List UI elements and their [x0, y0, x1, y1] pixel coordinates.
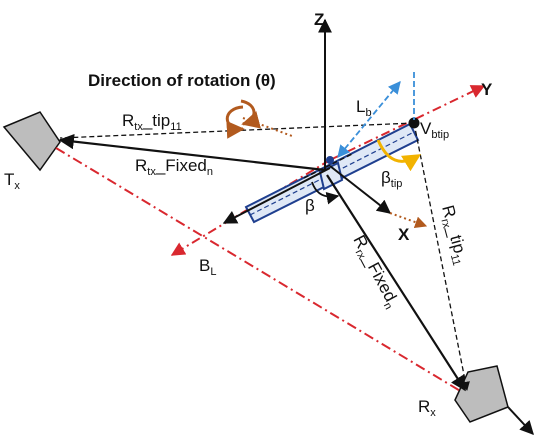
beta-arc [311, 181, 340, 205]
vbtip-label: Vbtip [420, 119, 449, 141]
y-axis-line [329, 85, 486, 161]
blade-end-arrow [222, 167, 331, 224]
r-tx-tip-line [59, 122, 415, 139]
beta-tip-arc [376, 139, 422, 172]
x-axis-arrow [329, 165, 392, 214]
x-axis-dotted [389, 212, 428, 228]
rotation-direction-icon [225, 99, 293, 139]
transmitter-antenna-icon [2, 111, 61, 172]
r-rx-fixed-arrow [326, 174, 466, 392]
y-axis-label: Y [481, 80, 493, 99]
lb-arrow [337, 81, 401, 158]
r-tx-tip-label: Rtx_tip11 [122, 111, 182, 133]
tx-label: Tx [4, 170, 20, 192]
r-rx-fixed-label: Rrx_Fixedn [347, 232, 403, 312]
r-rx-tip-line [413, 122, 470, 391]
baseline-tx-rx [55, 147, 463, 393]
z-axis-label: Z [314, 10, 324, 29]
r-tx-fixed-arrow [58, 133, 326, 172]
x-axis-label: X [398, 225, 410, 244]
bl-direction-line [170, 159, 331, 256]
lb-label: Lb [356, 97, 372, 119]
beta-label: β [305, 196, 315, 215]
rotation-direction-label: Direction of rotation (θ) [88, 71, 276, 90]
bl-label: BL [199, 256, 216, 278]
receiver-antenna-icon [454, 365, 534, 436]
rx-label: Rx [418, 397, 436, 419]
beta-tip-label: βtip [381, 168, 402, 190]
r-tx-fixed-label: Rtx_Fixedn [135, 156, 213, 178]
